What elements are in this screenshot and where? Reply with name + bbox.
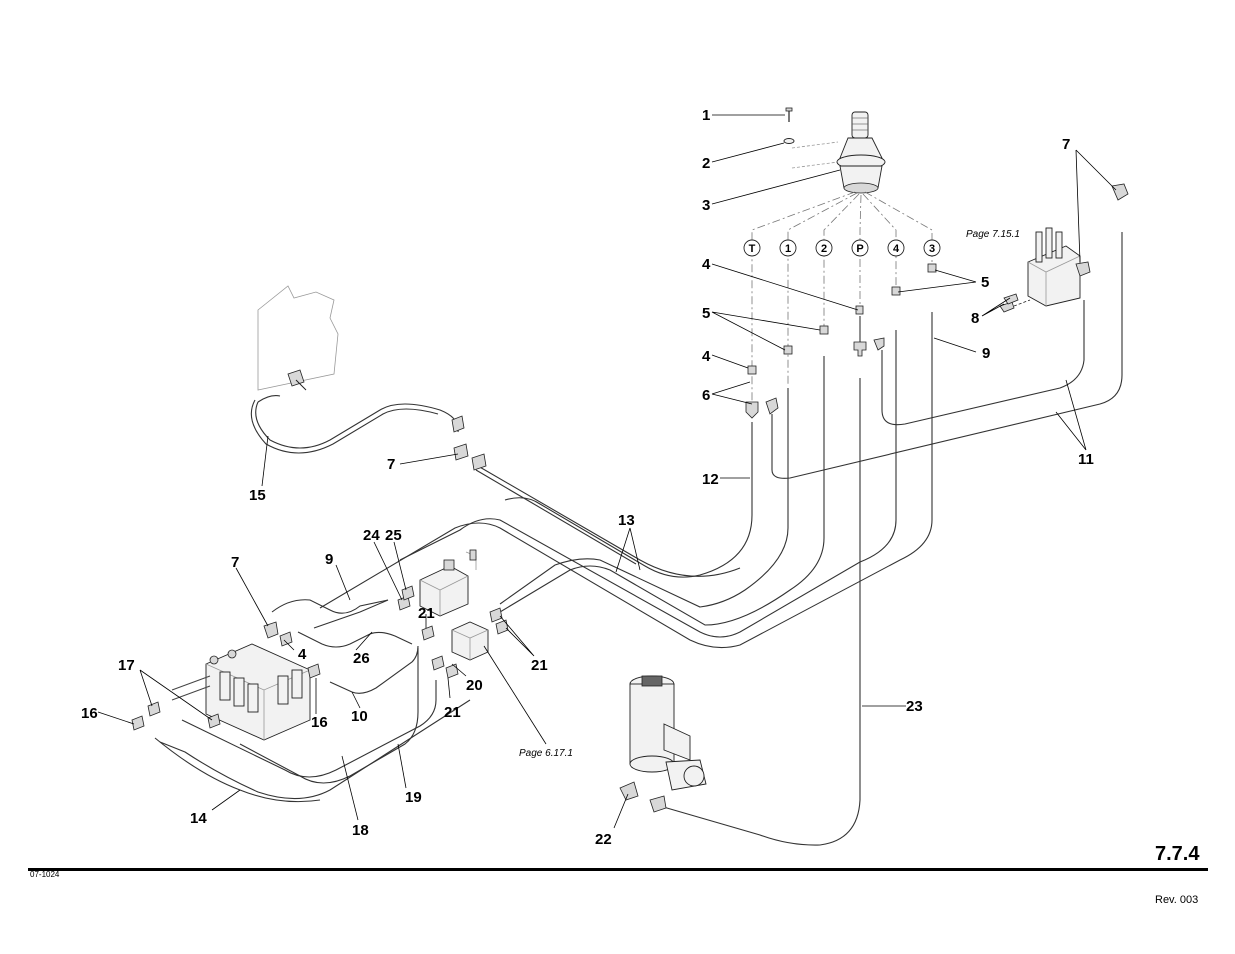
callout-12: 12 [702,471,719,488]
callout-9-right: 9 [982,345,990,362]
manifold-block [421,607,509,679]
page-number: 7.7.4 [1155,843,1200,865]
callout-14: 14 [190,810,207,827]
port-guide-lines [751,191,933,405]
callout-21-right: 21 [531,657,548,674]
joystick-assembly [783,107,886,194]
callout-5-right: 5 [981,274,989,291]
callout-16-right: 16 [311,714,328,731]
callout-19: 19 [405,789,422,806]
callout-4-left: 4 [298,646,307,663]
callout-24: 24 [363,527,380,544]
leader-lines [97,114,1117,829]
callout-7-right: 7 [1062,136,1070,153]
hose-network [154,232,1123,846]
callout-23: 23 [906,698,923,715]
callout-labels: 1 2 3 4 5 4 6 12 5 9 8 7 11 7 15 13 23 2… [81,107,1094,848]
callout-3: 3 [702,197,710,214]
auxiliary-joystick-valve [999,183,1129,313]
callout-25: 25 [385,527,402,544]
callout-4-top: 4 [702,256,711,273]
port-circle-p: P [851,239,869,257]
hand-pump [619,675,707,813]
port-fittings [745,263,937,419]
page-ref-6-17-1: Page 6.17.1 [519,748,573,759]
page-ref-7-15-1: Page 7.15.1 [966,229,1020,240]
callout-5-left: 5 [702,305,710,322]
svg-text:T: T [749,243,756,255]
callout-26: 26 [353,650,370,667]
callout-13: 13 [618,512,635,529]
revision-label: Rev. 003 [1155,894,1199,906]
svg-text:P: P [856,243,863,255]
callout-11: 11 [1078,451,1094,468]
main-control-valve [131,621,321,741]
callout-18: 18 [352,822,369,839]
callout-2: 2 [702,155,710,172]
svg-text:1: 1 [785,243,791,255]
callout-20: 20 [466,677,483,694]
upper-control-bracket [257,285,487,471]
callout-7-mid: 7 [387,456,395,473]
callout-15: 15 [249,487,266,504]
callout-9-left: 9 [325,551,333,568]
port-circle-2: 2 [815,239,833,257]
port-circle-t: T [743,239,761,257]
port-label-row: T 1 2 P 4 3 [743,239,941,257]
callout-16-left: 16 [81,705,98,722]
svg-text:2: 2 [821,243,827,255]
port-circle-4: 4 [887,239,905,257]
callout-10: 10 [351,708,368,725]
callout-21-bottom: 21 [444,704,461,721]
solenoid-valve-block [397,549,477,617]
drawing-number: 07-1024 [30,870,60,879]
svg-text:3: 3 [929,243,935,255]
port-circle-3: 3 [923,239,941,257]
callout-1: 1 [702,107,710,124]
callout-8: 8 [971,310,979,327]
callout-17: 17 [118,657,135,674]
port-circle-1: 1 [779,239,797,257]
callout-21-top: 21 [418,605,435,622]
svg-text:4: 4 [893,243,900,255]
footer-rule [28,868,1208,871]
callout-6: 6 [702,387,710,404]
callout-22: 22 [595,831,612,848]
callout-7-left: 7 [231,554,239,571]
callout-4-mid: 4 [702,348,711,365]
